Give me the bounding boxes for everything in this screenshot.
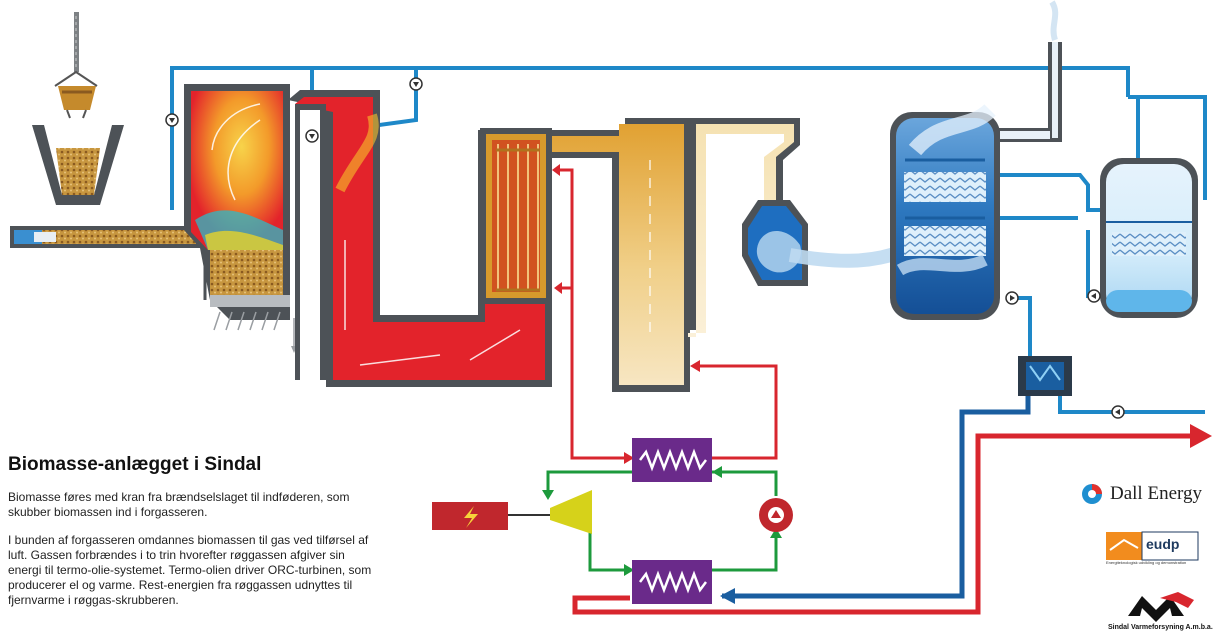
chimney [996, 2, 1062, 142]
eudp-label: eudp [1146, 536, 1179, 552]
thermal-oil-exchanger [480, 128, 552, 304]
flue-gas-scrubber [890, 110, 1000, 320]
description-paragraph-2: I bunden af forgasseren omdannes biomass… [8, 533, 378, 608]
dall-energy-logo: Dall Energy [1082, 480, 1202, 508]
condenser-heat-exchanger [632, 560, 712, 604]
orc-turbine [550, 490, 592, 534]
sindal-label: Sindal Varmeforsyning A.m.b.a. [1108, 624, 1213, 631]
generator-icon [432, 502, 508, 530]
crane-grab-icon [55, 12, 97, 118]
gasifier [184, 84, 290, 320]
sindal-logo: Sindal Varmeforsyning A.m.b.a. [1110, 586, 1210, 632]
eudp-logo: eudp Energiteknologisk udvikling og demo… [1106, 532, 1200, 568]
page-title: Biomasse-anlægget i Sindal [8, 454, 378, 476]
water-tank [1100, 158, 1198, 318]
eudp-subtitle: Energiteknologisk udvikling og demonstra… [1106, 560, 1186, 565]
fuel-hopper [32, 125, 124, 205]
heat-exchanger-dh [1018, 356, 1072, 396]
biomass-feeder [10, 226, 200, 248]
description-panel: Biomasse-anlægget i Sindal Biomasse føre… [8, 454, 378, 621]
description-paragraph-1: Biomasse føres med kran fra brændselslag… [8, 490, 378, 520]
oil-heat-exchanger [632, 438, 712, 482]
orc-pump-icon [759, 498, 793, 532]
dall-energy-label: Dall Energy [1110, 483, 1202, 505]
quench-vessel [742, 200, 905, 286]
